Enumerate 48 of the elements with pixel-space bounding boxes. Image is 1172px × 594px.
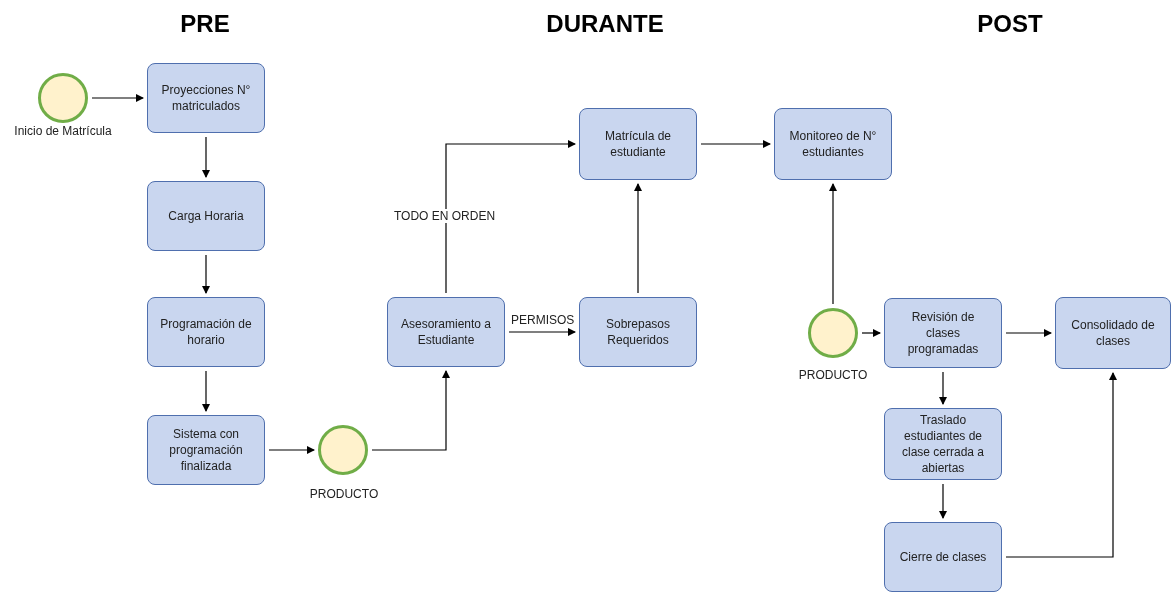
node-text: Programación de horario <box>159 316 253 348</box>
node-text: Cierre de clases <box>899 549 987 565</box>
arrow <box>1005 372 1117 558</box>
node-text: Proyecciones N° matriculados <box>160 82 252 114</box>
process-box <box>884 522 1002 592</box>
section-heading: POST <box>976 9 1044 39</box>
node-caption: PRODUCTO <box>308 486 380 503</box>
edge-label: PERMISOS <box>509 313 577 327</box>
arrow <box>939 371 947 405</box>
node-caption: PRODUCTO <box>797 367 869 384</box>
arrow <box>939 483 947 519</box>
process-box <box>884 298 1002 368</box>
arrow <box>861 329 881 337</box>
arrow <box>268 446 315 454</box>
process-box <box>147 297 265 367</box>
process-box <box>387 297 505 367</box>
edge-label: TODO EN ORDEN <box>392 209 498 223</box>
arrow <box>445 140 576 294</box>
process-box <box>774 108 892 180</box>
process-box <box>147 181 265 251</box>
node-text: Consolidado de clases <box>1070 317 1156 349</box>
process-box <box>147 63 265 133</box>
arrow <box>829 183 837 305</box>
arrow <box>508 328 576 336</box>
node-text: Asesoramiento a Estudiante <box>399 316 492 348</box>
arrow <box>202 254 210 294</box>
node-text: Sistema con programación finalizada <box>168 426 244 474</box>
arrow <box>202 136 210 178</box>
arrow <box>700 140 771 148</box>
arrow <box>371 370 450 451</box>
section-heading: DURANTE <box>545 9 665 39</box>
node-text: Traslado estudiantes de clase cerrada a abiertas <box>900 412 985 476</box>
process-box <box>884 408 1002 480</box>
arrow <box>91 94 144 102</box>
arrow <box>202 370 210 412</box>
node-text: Matrícula de estudiante <box>604 128 672 160</box>
node-text: Revisión de clases programadas <box>906 309 980 357</box>
node-text: Monitoreo de N° estudiantes <box>788 128 878 160</box>
section-heading: PRE <box>179 9 231 39</box>
process-box <box>579 108 697 180</box>
arrow <box>634 183 642 294</box>
node-caption: Inicio de Matrícula <box>13 123 113 140</box>
node-text: Sobrepasos Requeridos <box>604 316 671 348</box>
process-box <box>579 297 697 367</box>
node-text: Carga Horaria <box>168 208 244 224</box>
process-box <box>147 415 265 485</box>
arrow <box>1005 329 1052 337</box>
process-box <box>1055 297 1171 369</box>
